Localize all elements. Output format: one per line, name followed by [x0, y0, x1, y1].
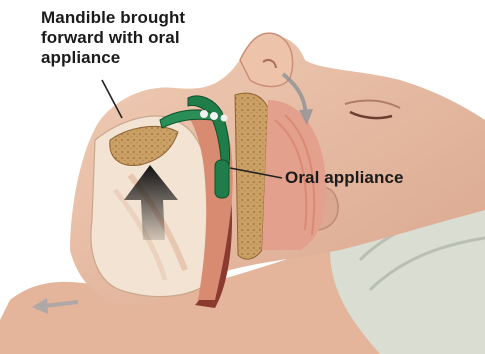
mandible-label-line-2: forward with oral [41, 28, 185, 48]
mandible-label: Mandible brought forward with oral appli… [41, 8, 185, 68]
mandible-label-line-1: Mandible brought [41, 8, 185, 28]
oral-appliance-label: Oral appliance [285, 168, 404, 188]
mandible-label-line-3: appliance [41, 48, 185, 68]
